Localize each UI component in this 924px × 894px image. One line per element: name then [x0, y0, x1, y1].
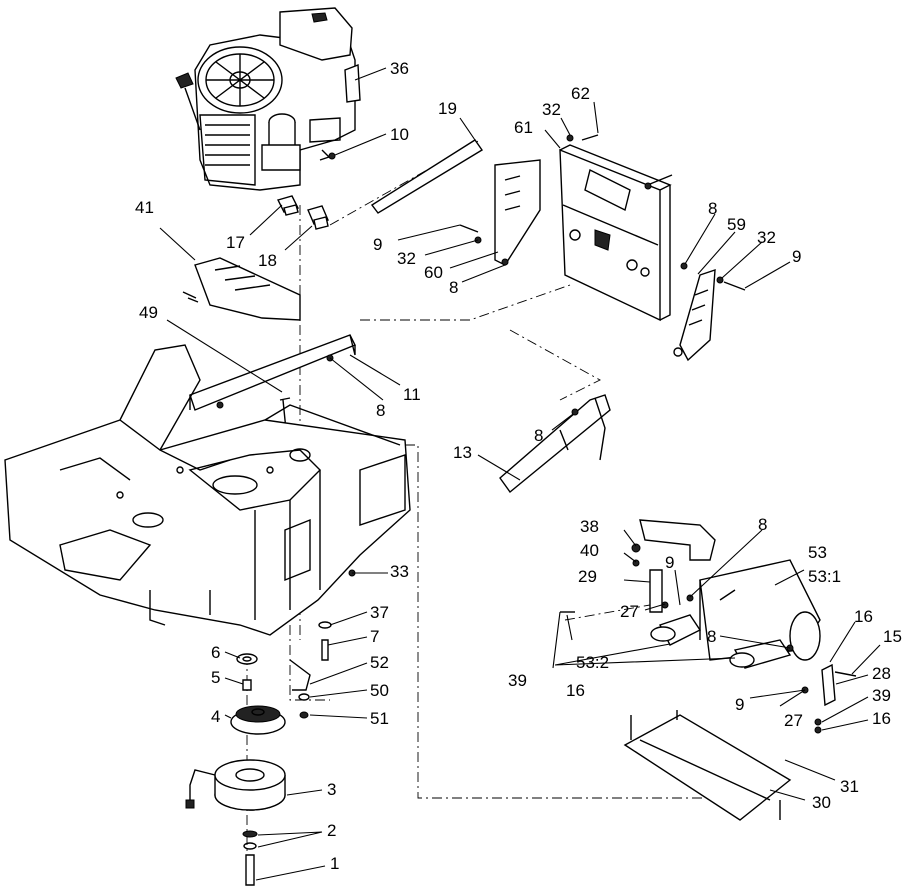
callout-9a: 9 [373, 235, 382, 254]
main-frame [4, 344, 411, 636]
left-side-bracket [494, 159, 541, 266]
callout-32a: 32 [542, 100, 561, 119]
callout-9d: 9 [735, 695, 744, 714]
callout-1: 1 [330, 854, 339, 873]
callout-41: 41 [135, 198, 154, 217]
callout-2: 2 [327, 821, 336, 840]
callout-29: 29 [578, 567, 597, 586]
support-bar-upper [189, 334, 356, 411]
engine [175, 7, 361, 191]
callout-27a: 27 [620, 602, 639, 621]
callout-16b: 16 [566, 681, 585, 700]
engine-bolt [319, 149, 336, 161]
callout-5: 5 [211, 668, 220, 687]
callout-18: 18 [258, 251, 277, 270]
callout-7: 7 [370, 627, 379, 646]
panel-hardware [459, 134, 746, 291]
callout-39b: 39 [872, 686, 891, 705]
support-bar-lower [499, 394, 611, 494]
callout-38: 38 [580, 517, 599, 536]
callout-31: 31 [840, 777, 859, 796]
callout-52: 52 [370, 653, 389, 672]
callout-labels: 36 10 19 62 32 61 41 17 18 9 32 60 8 8 5… [135, 59, 902, 873]
callout-61: 61 [514, 118, 533, 137]
muffler-assembly [560, 519, 821, 669]
right-side-bracket [673, 269, 716, 362]
callout-8d: 8 [534, 426, 543, 445]
callout-49: 49 [139, 303, 158, 322]
rear-panel [559, 144, 672, 322]
callout-53-1: 53:1 [808, 567, 841, 586]
callout-30: 30 [812, 793, 831, 812]
callout-36: 36 [390, 59, 409, 78]
callout-9c: 9 [665, 553, 674, 572]
callout-8f: 8 [707, 627, 716, 646]
callout-15: 15 [883, 627, 902, 646]
callout-33: 33 [390, 562, 409, 581]
callout-62: 62 [571, 84, 590, 103]
callout-8b: 8 [708, 199, 717, 218]
callout-19: 19 [438, 99, 457, 118]
callout-13: 13 [453, 443, 472, 462]
callout-51: 51 [370, 709, 389, 728]
fuel-tube [370, 139, 484, 214]
callout-6: 6 [211, 643, 220, 662]
muffler-brackets [623, 663, 857, 821]
callout-16c: 16 [872, 709, 891, 728]
callout-32b: 32 [397, 249, 416, 268]
callout-59: 59 [727, 215, 746, 234]
callout-8c: 8 [376, 401, 385, 420]
callout-32c: 32 [757, 228, 776, 247]
fuel-fittings [276, 195, 329, 230]
callout-4: 4 [211, 707, 220, 726]
callout-3: 3 [327, 780, 336, 799]
callout-37: 37 [370, 603, 389, 622]
callout-40: 40 [580, 541, 599, 560]
callout-8a: 8 [449, 278, 458, 297]
callout-17: 17 [226, 233, 245, 252]
callout-11: 11 [403, 385, 421, 404]
callout-50: 50 [370, 681, 389, 700]
callout-10: 10 [390, 125, 409, 144]
callout-9b: 9 [792, 247, 801, 266]
control-cover [182, 257, 301, 321]
callout-27b: 27 [784, 711, 803, 730]
callout-28: 28 [872, 664, 891, 683]
callout-39a: 39 [508, 671, 527, 690]
callout-60: 60 [424, 263, 443, 282]
hardware-stack-right [289, 621, 332, 719]
callout-16a: 16 [854, 607, 873, 626]
callout-53: 53 [808, 543, 827, 562]
callout-8e: 8 [758, 515, 767, 534]
clutch-stack [185, 653, 286, 886]
callout-53-2: 53:2 [576, 653, 609, 672]
leader-lines [159, 67, 881, 881]
